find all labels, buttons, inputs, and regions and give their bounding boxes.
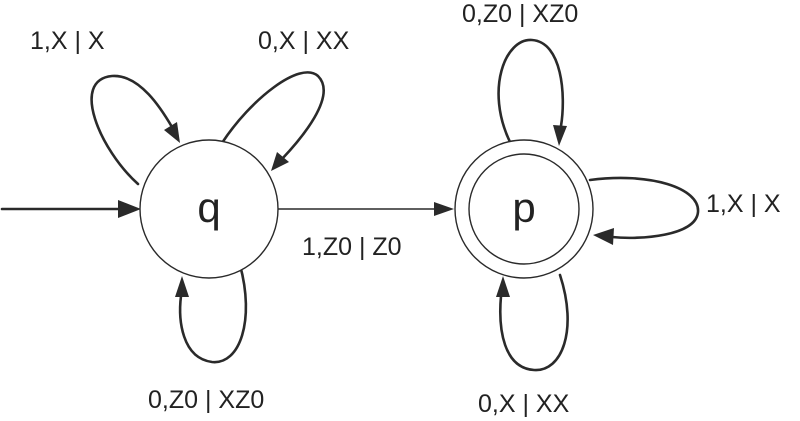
edge-p-loop-bottom [496, 273, 569, 372]
state-q-label: q [197, 184, 220, 231]
transition-label: 1,Z0 | Z0 [302, 233, 402, 261]
transition-label: 1,X | X [30, 27, 105, 55]
transition-label: 0,X | XX [258, 27, 350, 55]
edge-q-loop-top-right [220, 71, 325, 171]
state-p-label: p [512, 184, 535, 231]
state-q: q [139, 139, 279, 279]
transition-label: 0,Z0 | XZ0 [148, 386, 264, 414]
edge-q-loop-bottom [175, 263, 248, 364]
transition-label: 0,Z0 | XZ0 [462, 0, 578, 28]
state-p-inner-circle [468, 153, 580, 265]
state-p: p [454, 139, 594, 279]
edge-p-loop-right [588, 176, 700, 245]
edge-q-to-p [278, 202, 454, 216]
state-q-circle [139, 139, 279, 279]
initial-arrow [0, 200, 141, 218]
transition-label: 0,X | XX [478, 390, 570, 418]
edge-p-loop-top [497, 38, 567, 146]
transition-label: 1,X | X [706, 190, 781, 218]
edge-q-loop-top-left [90, 74, 180, 186]
